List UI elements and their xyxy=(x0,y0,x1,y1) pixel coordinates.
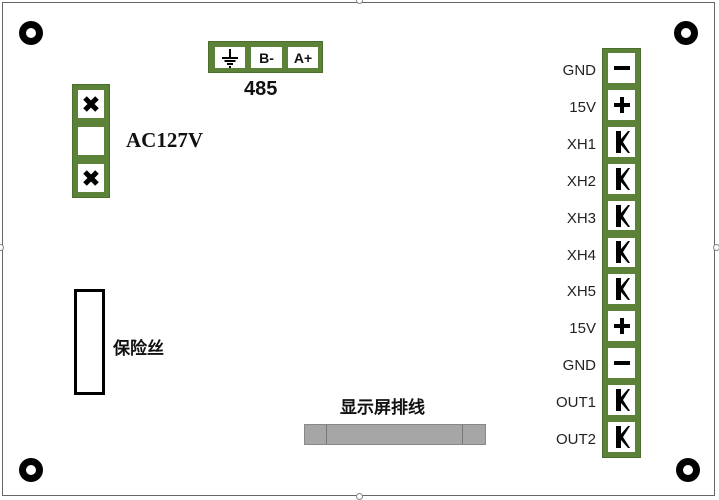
latch-icon xyxy=(612,203,632,229)
terminal-label: GND xyxy=(562,62,596,79)
terminal-pin xyxy=(608,53,635,83)
ac-input-terminal xyxy=(72,84,110,198)
edge-marker xyxy=(0,244,4,251)
ac-pin-3 xyxy=(78,164,104,192)
mounting-hole xyxy=(19,21,43,45)
terminal-pin xyxy=(608,274,635,305)
latch-icon xyxy=(612,239,632,265)
terminal-label: XH4 xyxy=(566,246,596,264)
latch-icon xyxy=(612,166,632,192)
mounting-hole xyxy=(19,458,43,482)
minus-icon xyxy=(612,353,632,373)
mounting-hole xyxy=(676,458,700,482)
minus-icon xyxy=(612,58,632,78)
cross-icon xyxy=(82,169,100,187)
terminal-label: 15V xyxy=(569,98,596,116)
terminal-label: OUT1 xyxy=(555,394,596,412)
latch-icon xyxy=(612,424,632,450)
edge-marker xyxy=(356,0,363,4)
fuse-label: 保险丝 xyxy=(113,339,164,358)
terminal-pin xyxy=(608,237,635,268)
ac-pin-2 xyxy=(78,127,104,155)
terminal-label: OUT2 xyxy=(555,431,596,448)
terminal-label: XH1 xyxy=(566,135,596,153)
latch-icon xyxy=(612,129,632,155)
terminal-pin xyxy=(608,126,635,157)
terminal-label: GND xyxy=(562,357,596,375)
terminal-label: 15V xyxy=(569,320,596,338)
ac-pin-1 xyxy=(78,90,104,118)
connector-485: B- A+ xyxy=(208,41,323,73)
terminal-pin xyxy=(608,311,635,342)
terminal-pin xyxy=(608,385,635,415)
terminal-label: XH5 xyxy=(566,283,596,301)
terminal-label: XH2 xyxy=(566,172,596,190)
plus-icon xyxy=(612,316,632,336)
plus-icon xyxy=(612,95,632,115)
latch-icon xyxy=(612,276,632,302)
terminal-pin xyxy=(608,422,635,452)
pin-ground xyxy=(215,47,245,68)
mounting-hole xyxy=(674,21,698,45)
edge-marker xyxy=(713,244,719,251)
terminal-pin xyxy=(608,200,635,231)
latch-icon xyxy=(612,387,632,413)
terminal-pin xyxy=(608,163,635,194)
terminal-pin xyxy=(608,348,635,379)
display-cable-label: 显示屏排线 xyxy=(340,398,425,417)
ground-icon xyxy=(221,48,239,68)
terminal-label: XH3 xyxy=(566,209,596,227)
fuse xyxy=(74,289,105,395)
right-terminal-block xyxy=(602,48,641,458)
display-ribbon-cable xyxy=(304,424,486,445)
ac-input-label: AC127V xyxy=(126,128,203,152)
terminal-pin xyxy=(608,89,635,120)
cross-icon xyxy=(82,95,100,113)
pin-a-plus: A+ xyxy=(288,47,318,68)
connector-485-label: 485 xyxy=(244,78,278,100)
pin-b-minus: B- xyxy=(251,47,282,68)
